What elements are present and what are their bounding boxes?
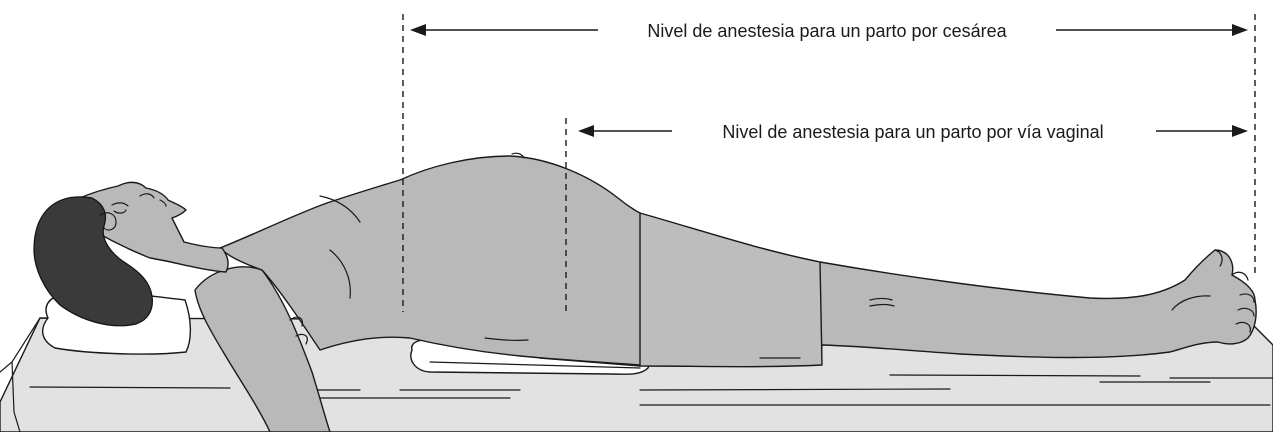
hair xyxy=(33,196,153,327)
vaginal-level-label: Nivel de anestesia para un parto por vía… xyxy=(722,122,1103,142)
head xyxy=(59,181,229,273)
cesarean-arrow xyxy=(410,24,1248,36)
cesarean-level-label: Nivel de anestesia para un parto por ces… xyxy=(647,21,1007,41)
vaginal-arrow xyxy=(578,125,1248,137)
torso xyxy=(219,155,641,366)
